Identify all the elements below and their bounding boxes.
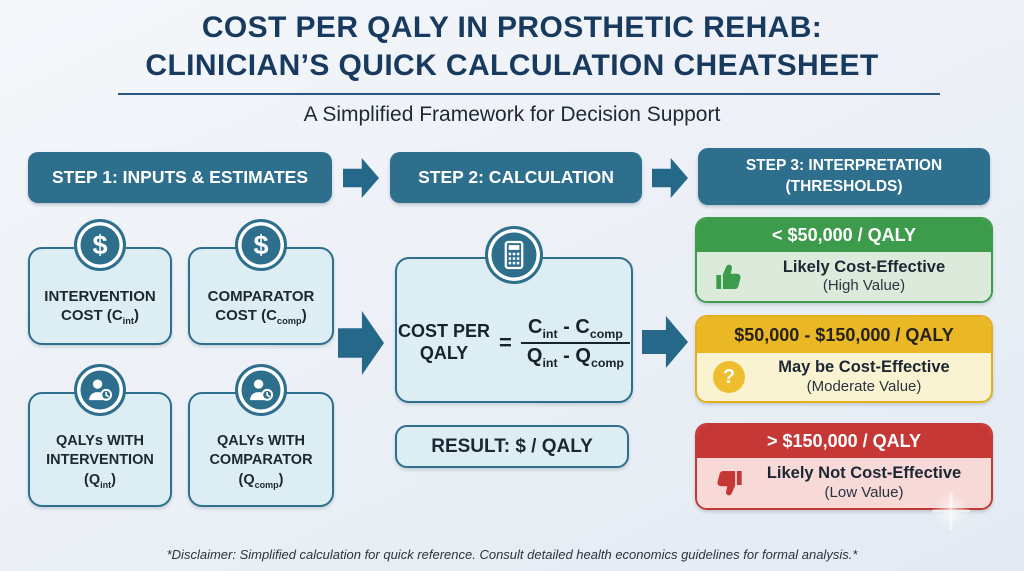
- threshold-range: $50,000 - $150,000 / QALY: [697, 317, 991, 353]
- page-subtitle: A Simplified Framework for Decision Supp…: [303, 103, 721, 126]
- cost-per-qaly-formula: COST PER QALY = Cint - Ccomp Qint - Qcom…: [398, 315, 630, 372]
- formula-numerator: Cint - Ccomp: [527, 315, 623, 341]
- formula-fraction: Cint - Ccomp Qint - Qcomp: [520, 315, 630, 372]
- title-divider: [118, 93, 940, 95]
- step1-header: STEP 1: INPUTS & ESTIMATES: [28, 152, 332, 203]
- equals-sign: =: [499, 330, 512, 355]
- threshold-range: < $50,000 / QALY: [697, 219, 991, 252]
- threshold-note: (High Value): [822, 277, 906, 295]
- page-title: COST PER QALY IN PROSTHETIC REHAB: CLINI…: [0, 9, 1024, 85]
- formula-lhs: COST PER QALY: [398, 321, 491, 363]
- intervention-cost-label: INTERVENTION COST (Cint): [44, 287, 156, 327]
- question-icon: ?: [711, 359, 747, 395]
- calculator-icon: [485, 226, 543, 284]
- arrow-right-icon: [338, 311, 384, 375]
- step3-header-line1: STEP 3: INTERPRETATION: [745, 157, 943, 175]
- dollar-icon: $: [235, 219, 287, 271]
- sparkle-decoration: [928, 488, 974, 534]
- threshold-card-moderate-value: $50,000 - $150,000 / QALY ? May be Cost-…: [695, 315, 993, 403]
- arrow-right-icon: [642, 316, 688, 368]
- formula-denominator: Qint - Qcomp: [526, 345, 624, 371]
- comparator-cost-label: COMPARATOR COST (Ccomp): [207, 287, 315, 327]
- step2-header: STEP 2: CALCULATION: [390, 152, 642, 203]
- fraction-bar: [520, 341, 630, 345]
- threshold-verdict: May be Cost-Effective: [778, 358, 950, 377]
- qaly-comparator-label: QALYs WITH COMPARATOR (Qcomp): [209, 432, 313, 490]
- threshold-verdict: Likely Not Cost-Effective: [766, 464, 962, 483]
- person-clock-icon: [235, 364, 287, 416]
- formula-box: COST PER QALY = Cint - Ccomp Qint - Qcom…: [395, 226, 633, 403]
- threshold-card-high-value: < $50,000 / QALY Likely Cost-Effective (…: [695, 217, 993, 303]
- person-clock-icon: [74, 364, 126, 416]
- arrow-right-icon: [652, 158, 688, 198]
- arrow-right-icon: [343, 158, 379, 198]
- threshold-note: (Low Value): [824, 483, 904, 501]
- step3-header-line2: (THRESHOLDS): [785, 177, 903, 195]
- result-box: RESULT: $ / QALY: [395, 425, 629, 468]
- thumbs-up-icon: [711, 259, 747, 295]
- disclaimer-text: *Disclaimer: Simplified calculation for …: [166, 547, 858, 562]
- comparator-cost-box: $ COMPARATOR COST (Ccomp): [188, 219, 334, 345]
- page-title-line2: CLINICIAN’S QUICK CALCULATION CHEATSHEET: [145, 49, 879, 83]
- threshold-range: > $150,000 / QALY: [697, 425, 991, 458]
- dollar-icon: $: [74, 219, 126, 271]
- threshold-note: (Moderate Value): [806, 377, 922, 395]
- qaly-intervention-label: QALYs WITH INTERVENTION (Qint): [46, 432, 154, 490]
- qaly-comparator-box: QALYs WITH COMPARATOR (Qcomp): [188, 364, 334, 507]
- threshold-verdict: Likely Cost-Effective: [782, 257, 946, 276]
- step3-header: STEP 3: INTERPRETATION (THRESHOLDS): [698, 148, 990, 205]
- intervention-cost-box: $ INTERVENTION COST (Cint): [28, 219, 172, 345]
- thumbs-down-icon: [711, 465, 747, 501]
- qaly-intervention-box: QALYs WITH INTERVENTION (Qint): [28, 364, 172, 507]
- page-title-line1: COST PER QALY IN PROSTHETIC REHAB:: [201, 11, 823, 44]
